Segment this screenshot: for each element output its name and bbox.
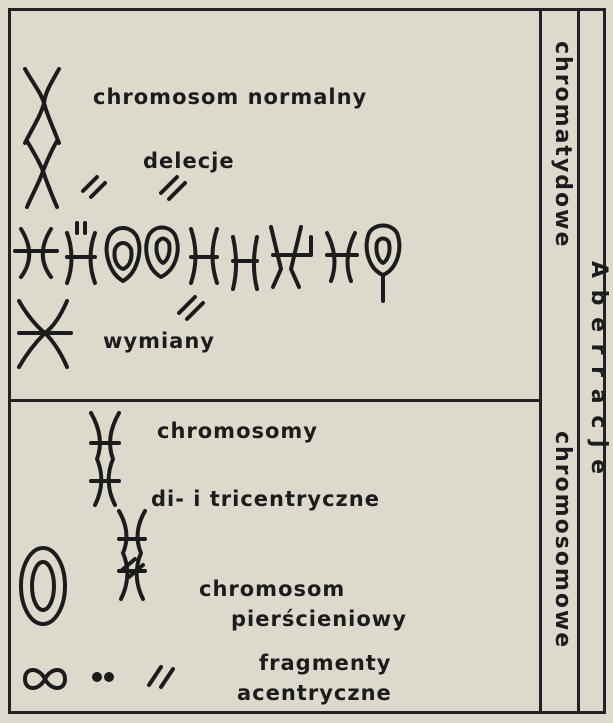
deletion-fragment-icon xyxy=(161,177,185,199)
tricentric-chromosome-icon xyxy=(119,511,145,599)
chromosome-drawings xyxy=(11,11,539,711)
side-label-chromatid: chromatydowe xyxy=(550,41,575,248)
label-normal: chromosom normalny xyxy=(93,85,367,109)
column-divider-right xyxy=(577,11,580,711)
exchange-chromosomes-icon xyxy=(15,223,399,301)
column-divider xyxy=(539,11,542,711)
label-deletion: delecje xyxy=(143,149,235,173)
aberrations-figure: chromosom normalny delecje wymiany chrom… xyxy=(8,8,606,714)
deletion-chromosome-icon xyxy=(27,141,105,207)
dicentric-chromosome-icon xyxy=(91,413,119,505)
acentric-fragments-icon xyxy=(25,667,173,688)
label-ring-2: pierścieniowy xyxy=(231,607,407,631)
label-chromosomes: chromosomy xyxy=(157,419,318,443)
label-fragments-2: acentryczne xyxy=(237,681,392,705)
label-dicentric: di- i tricentryczne xyxy=(151,487,380,511)
label-fragments-1: fragmenty xyxy=(259,651,392,675)
label-ring-1: chromosom xyxy=(199,577,345,601)
side-label-aberrations: A b e r r a c j e xyxy=(586,261,611,476)
label-exchange: wymiany xyxy=(103,329,215,353)
normal-chromosome-icon xyxy=(25,69,59,143)
side-label-chromosomal: chromosomowe xyxy=(550,431,575,649)
